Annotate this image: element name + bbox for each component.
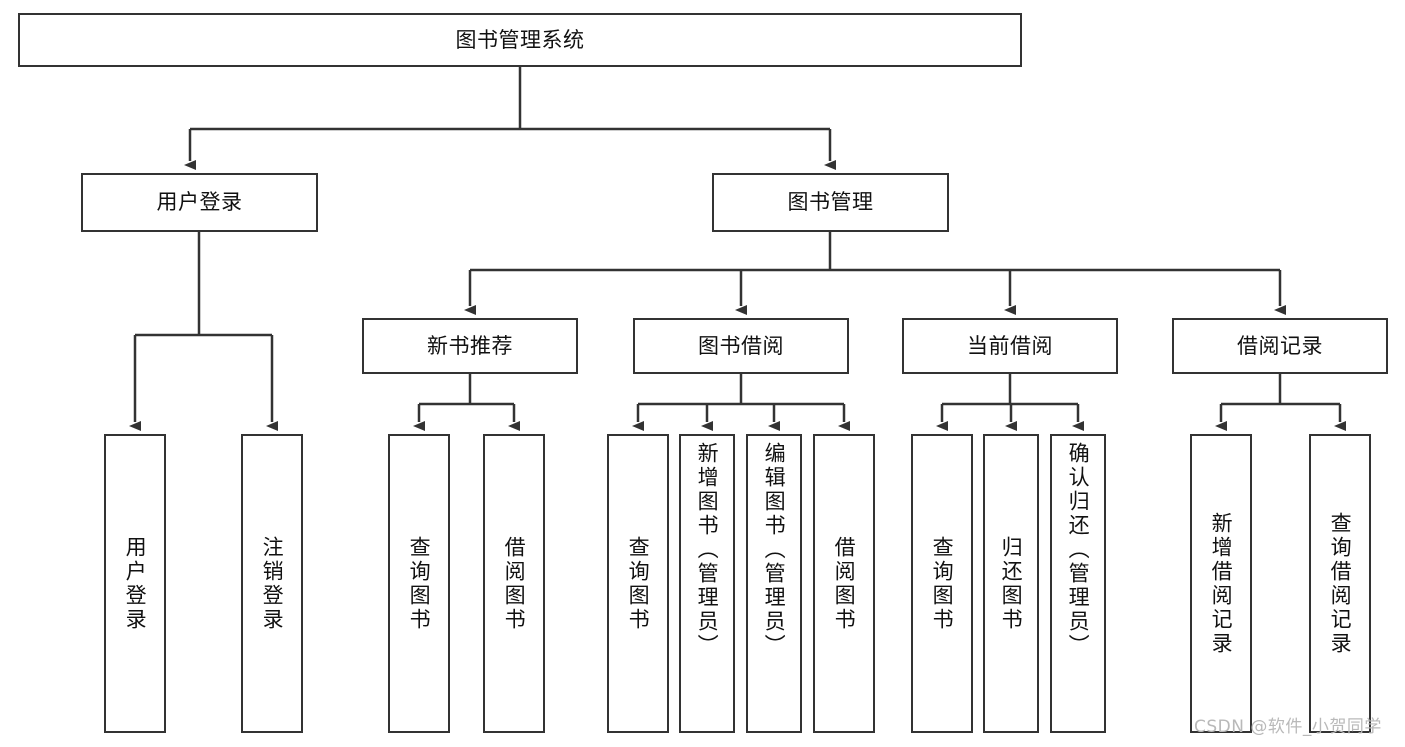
node-root[interactable]: 图书管理系统 bbox=[18, 13, 1022, 67]
node-borrow-record[interactable]: 借阅记录 bbox=[1172, 318, 1388, 374]
node-current-borrow-label: 当前借阅 bbox=[967, 333, 1053, 358]
leaf-logout[interactable]: 注销登录 bbox=[241, 434, 303, 733]
leaf-query-book-current-label: 查询图书 bbox=[930, 535, 955, 632]
edge-root-to-level2 bbox=[184, 67, 836, 170]
leaf-add-book-admin-label: 新增图书（管理员） bbox=[695, 442, 720, 658]
node-user-login[interactable]: 用户登录 bbox=[81, 173, 318, 232]
edge-newbook-to-leaves bbox=[413, 374, 520, 431]
leaf-query-book-borrow[interactable]: 查询图书 bbox=[607, 434, 669, 733]
leaf-query-book-current[interactable]: 查询图书 bbox=[911, 434, 973, 733]
leaf-add-borrow-record-label: 新增借阅记录 bbox=[1209, 511, 1234, 656]
node-book-borrow[interactable]: 图书借阅 bbox=[633, 318, 849, 374]
leaf-borrow-book-label: 借阅图书 bbox=[832, 535, 857, 632]
node-new-book-recommend[interactable]: 新书推荐 bbox=[362, 318, 578, 374]
leaf-confirm-return-admin[interactable]: 确认归还（管理员） bbox=[1050, 434, 1106, 733]
node-book-management[interactable]: 图书管理 bbox=[712, 173, 949, 232]
node-new-book-recommend-label: 新书推荐 bbox=[427, 333, 513, 358]
edge-login-to-leaves bbox=[129, 232, 278, 431]
node-book-management-label: 图书管理 bbox=[787, 190, 874, 215]
leaf-edit-book-admin[interactable]: 编辑图书（管理员） bbox=[746, 434, 802, 733]
leaf-borrow-book-newbook[interactable]: 借阅图书 bbox=[483, 434, 545, 733]
node-borrow-record-label: 借阅记录 bbox=[1237, 333, 1323, 358]
leaf-add-book-admin[interactable]: 新增图书（管理员） bbox=[679, 434, 735, 733]
leaf-query-book-newbook[interactable]: 查询图书 bbox=[388, 434, 450, 733]
leaf-query-borrow-record[interactable]: 查询借阅记录 bbox=[1309, 434, 1371, 733]
leaf-confirm-return-admin-label: 确认归还（管理员） bbox=[1066, 442, 1091, 658]
leaf-edit-book-admin-label: 编辑图书（管理员） bbox=[762, 442, 787, 658]
leaf-query-borrow-record-label: 查询借阅记录 bbox=[1328, 511, 1353, 656]
leaf-query-book-newbook-label: 查询图书 bbox=[407, 535, 432, 632]
edge-record-to-leaves bbox=[1215, 374, 1346, 431]
edge-bookmgmt-to-level3 bbox=[464, 232, 1286, 315]
edge-current-to-leaves bbox=[936, 374, 1084, 431]
leaf-logout-label: 注销登录 bbox=[260, 535, 285, 632]
edge-borrow-to-leaves bbox=[632, 374, 850, 431]
node-user-login-label: 用户登录 bbox=[156, 190, 243, 215]
leaf-borrow-book-newbook-label: 借阅图书 bbox=[502, 535, 527, 632]
node-root-label: 图书管理系统 bbox=[455, 27, 585, 52]
leaf-user-login[interactable]: 用户登录 bbox=[104, 434, 166, 733]
node-book-borrow-label: 图书借阅 bbox=[698, 333, 784, 358]
leaf-add-borrow-record[interactable]: 新增借阅记录 bbox=[1190, 434, 1252, 733]
leaf-return-book-label: 归还图书 bbox=[999, 535, 1024, 632]
leaf-query-book-borrow-label: 查询图书 bbox=[626, 535, 651, 632]
leaf-user-login-label: 用户登录 bbox=[123, 535, 148, 632]
node-current-borrow[interactable]: 当前借阅 bbox=[902, 318, 1118, 374]
csdn-watermark: CSDN @软件_小贺同学 bbox=[1194, 717, 1382, 737]
leaf-borrow-book[interactable]: 借阅图书 bbox=[813, 434, 875, 733]
leaf-return-book[interactable]: 归还图书 bbox=[983, 434, 1039, 733]
